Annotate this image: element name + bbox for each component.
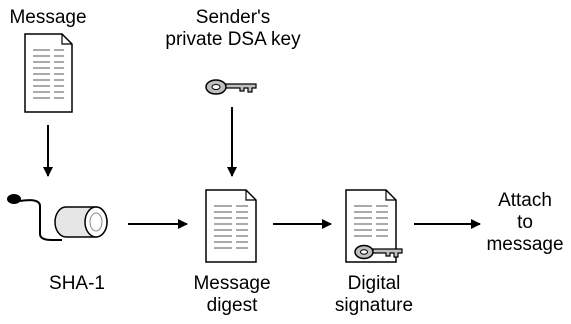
- hash-cylinder-icon: [7, 194, 108, 241]
- sender-key-label-line1: Sender's: [195, 7, 271, 28]
- message-label: Message: [0, 7, 96, 29]
- attach-label-line3: message: [486, 234, 564, 255]
- signed-document-icon: [345, 189, 403, 263]
- signature-label: Digital signature: [322, 273, 426, 317]
- message-document-icon: [24, 33, 73, 113]
- hash-label: SHA-1: [45, 273, 109, 295]
- attach-label: Attach to message: [480, 190, 570, 256]
- hash-label-text: SHA-1: [49, 273, 105, 294]
- attach-label-line1: Attach: [498, 190, 552, 211]
- digest-document-icon: [205, 189, 257, 263]
- sender-key-label: Sender's private DSA key: [160, 7, 306, 51]
- signature-key-icon: [354, 244, 403, 260]
- digest-label-line2: digest: [206, 295, 258, 316]
- digest-label-line1: Message: [193, 273, 271, 294]
- signature-label-line1: Digital: [347, 273, 401, 294]
- signature-label-line2: signature: [334, 295, 414, 316]
- key-icon: [205, 79, 257, 95]
- message-label-text: Message: [9, 7, 87, 28]
- sender-key-label-line2: private DSA key: [165, 29, 301, 50]
- attach-label-line2: to: [517, 212, 533, 233]
- digest-label: Message digest: [180, 273, 284, 317]
